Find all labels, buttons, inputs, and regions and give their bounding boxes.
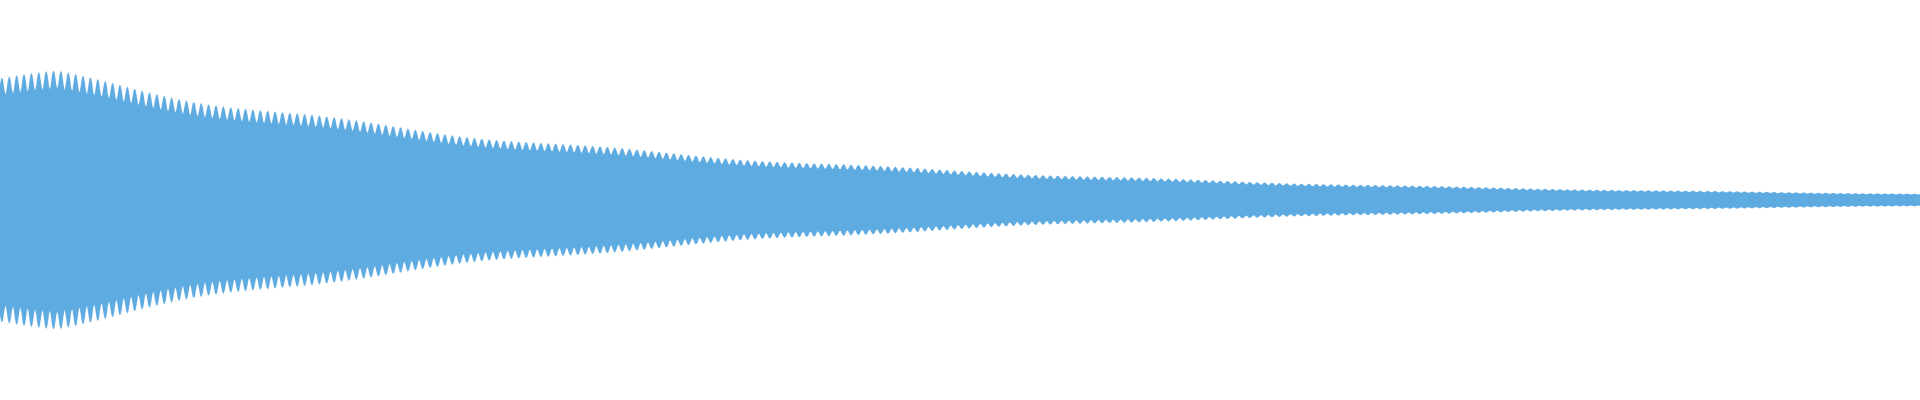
waveform-outline [0, 70, 1920, 330]
waveform-body [0, 71, 1920, 329]
